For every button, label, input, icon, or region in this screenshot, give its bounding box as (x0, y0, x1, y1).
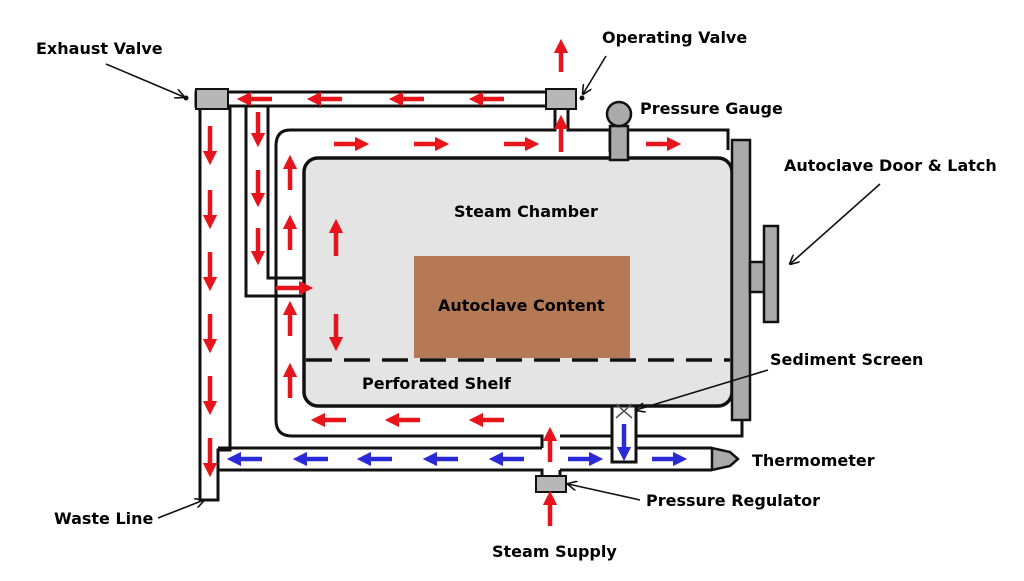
thermometer-icon (710, 446, 740, 472)
leader-door (790, 183, 881, 264)
label-steam-supply: Steam Supply (492, 542, 617, 561)
pressure-gauge-icon (605, 100, 633, 162)
label-autoclave-door: Autoclave Door & Latch (784, 156, 997, 175)
label-waste-line: Waste Line (54, 509, 154, 528)
label-thermometer: Thermometer (752, 451, 875, 470)
operating-valve-icon (545, 88, 577, 110)
steam-chamber (302, 156, 734, 408)
label-steam-chamber: Steam Chamber (454, 202, 598, 221)
label-sediment-screen: Sediment Screen (770, 350, 923, 369)
leader-waste-line (157, 500, 204, 519)
autoclave-content-box (414, 256, 630, 358)
condensate-flow-arrows (226, 424, 688, 467)
leader-lines (105, 55, 881, 519)
operating-valve-handle-icon (579, 95, 585, 101)
label-exhaust-valve: Exhaust Valve (36, 39, 163, 58)
label-operating-valve: Operating Valve (602, 28, 747, 47)
leader-operating-valve (583, 55, 607, 94)
label-pressure-regulator: Pressure Regulator (646, 491, 820, 510)
drain-line (218, 446, 712, 478)
label-perforated-shelf: Perforated Shelf (362, 374, 512, 393)
pressure-regulator-icon (535, 475, 567, 493)
label-pressure-gauge: Pressure Gauge (640, 99, 783, 118)
autoclave-door-icon (730, 138, 780, 422)
exhaust-valve-icon (195, 88, 229, 110)
steam-flow-arrows (202, 38, 682, 526)
leader-exhaust-valve (105, 63, 184, 97)
label-autoclave-content: Autoclave Content (438, 296, 605, 315)
sediment-screen-icon (615, 403, 633, 419)
leader-pressure-regulator (568, 484, 641, 501)
leader-sediment-screen (636, 369, 769, 410)
